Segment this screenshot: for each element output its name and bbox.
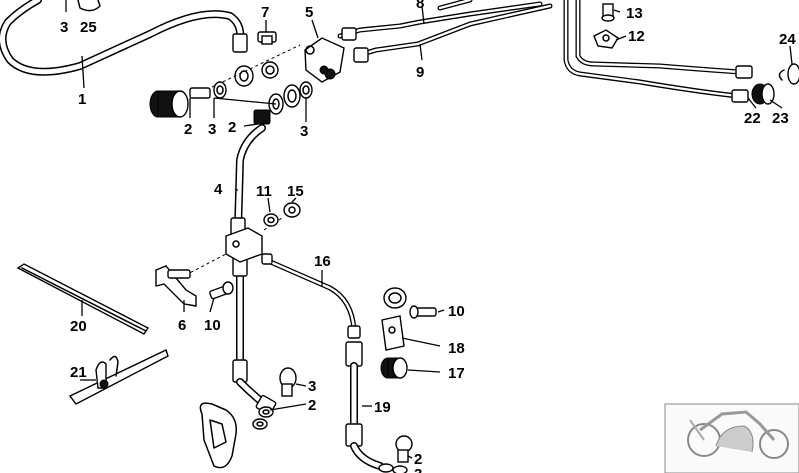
part-rubber-cap[interactable]: [149, 90, 189, 118]
label-part-24: 24: [779, 31, 796, 48]
motorcycle-thumbnail: [664, 403, 799, 473]
part-16-brake-pipe[interactable]: [261, 253, 361, 339]
part-19-brake-hose[interactable]: [345, 341, 384, 470]
part-12-clamp[interactable]: [593, 29, 619, 49]
label-part-9: 9: [416, 64, 424, 81]
label-part-2: 2: [184, 121, 192, 138]
label-part-20: 20: [70, 318, 87, 335]
label-part-3: 3: [414, 466, 422, 473]
label-part-3: 3: [208, 121, 216, 138]
label-part-4: 4: [214, 181, 223, 198]
label-part-3: 3: [308, 378, 316, 395]
label-part-2: 2: [228, 119, 236, 136]
part-20-cable-tie[interactable]: [16, 263, 150, 335]
label-part-2: 2: [308, 397, 316, 414]
part-10-screw-right[interactable]: [409, 305, 437, 319]
part-9-brake-pipe[interactable]: [353, 3, 553, 63]
label-part-7: 7: [261, 4, 269, 21]
label-part-2: 2: [414, 451, 422, 468]
label-part-10: 10: [448, 303, 465, 320]
label-part-17: 17: [448, 365, 465, 382]
label-part-22: 22: [744, 110, 761, 127]
label-part-6: 6: [178, 317, 186, 334]
part-2-bolt-bottom[interactable]: [378, 435, 413, 473]
part-23-grommet[interactable]: [751, 69, 785, 105]
label-part-10: 10: [204, 317, 221, 334]
part-22-brake-pipe[interactable]: [563, 0, 753, 103]
label-part-13: 13: [626, 5, 643, 22]
part-4-brake-hose[interactable]: [230, 124, 277, 416]
label-part-3: 3: [60, 19, 68, 36]
part-24-clip[interactable]: [787, 63, 799, 85]
part-18-holder[interactable]: [381, 287, 407, 351]
leader-lines: [65, 0, 793, 459]
part-3-banjo-bolt-lower[interactable]: [279, 367, 297, 397]
label-part-5: 5: [305, 4, 313, 21]
label-part-25: 25: [80, 19, 97, 36]
part-caliper-outline: [199, 402, 238, 469]
label-part-23: 23: [772, 110, 789, 127]
part-17-grommet[interactable]: [380, 357, 408, 379]
part-13-bolt[interactable]: [601, 3, 615, 22]
part-number-labels: 3 25 1 2 3 2 3 7 5 8 9 13 12 24 22 23 4 …: [60, 0, 796, 473]
label-part-3: 3: [300, 123, 308, 140]
part-7-bleed-screw[interactable]: [257, 31, 277, 45]
label-part-19: 19: [374, 399, 391, 416]
label-part-15: 15: [287, 183, 304, 200]
part-banjo-upper[interactable]: [184, 44, 301, 101]
part-10-screw-left[interactable]: [209, 281, 234, 300]
label-part-8: 8: [416, 0, 424, 12]
part-8-brake-pipe[interactable]: [337, 0, 543, 41]
label-part-16: 16: [314, 253, 331, 270]
part-21-clip-holder[interactable]: [68, 349, 169, 405]
part-25-clip[interactable]: [77, 0, 101, 12]
label-part-1: 1: [78, 91, 86, 108]
label-part-11: 11: [256, 183, 272, 200]
part-5-distributor[interactable]: [304, 37, 345, 83]
part-2-banjo-bolt[interactable]: [189, 81, 227, 99]
label-part-18: 18: [448, 340, 465, 357]
part-1-brake-hose[interactable]: [0, 0, 248, 76]
part-15-nut[interactable]: [283, 202, 301, 218]
part-11-washer[interactable]: [263, 213, 279, 227]
label-part-12: 12: [628, 28, 645, 45]
part-6-bracket[interactable]: [155, 265, 197, 307]
label-part-21: 21: [70, 364, 87, 381]
part-2-washers-lower[interactable]: [252, 406, 274, 430]
